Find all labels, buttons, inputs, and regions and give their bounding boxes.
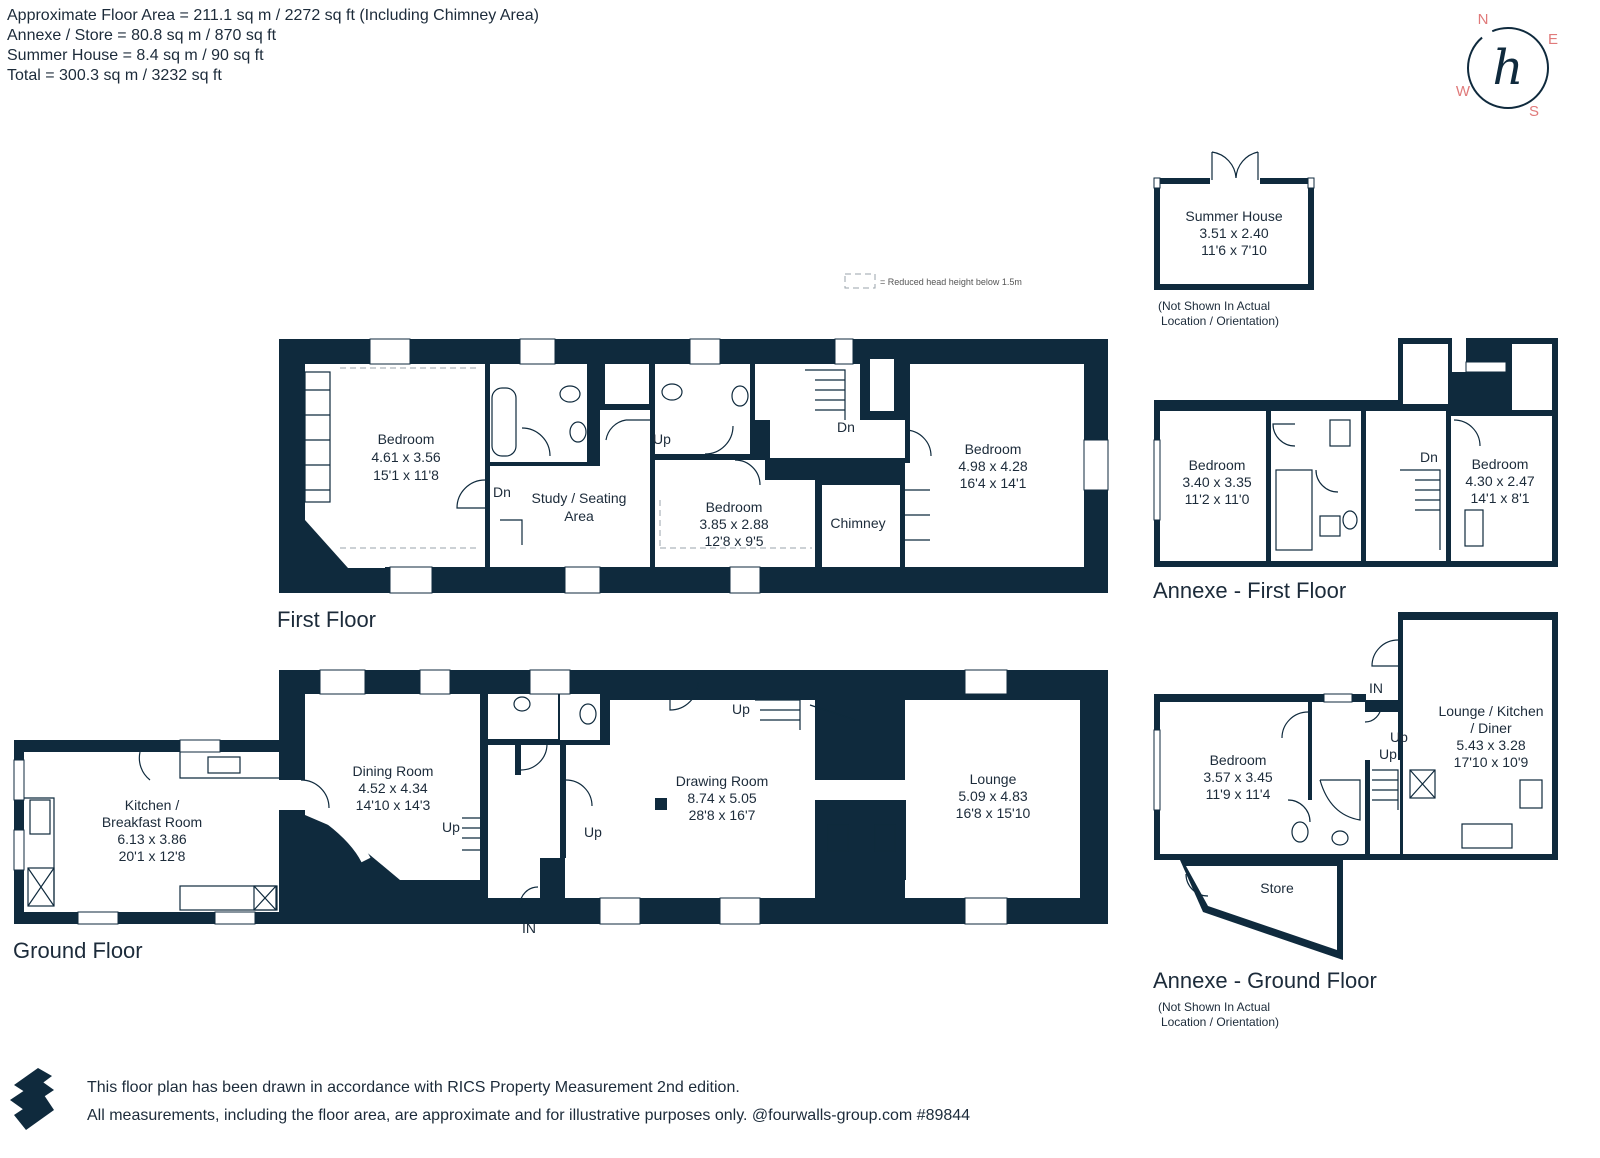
af-bedroom2-name: Bedroom [1472,456,1529,472]
area-line-4: Total = 300.3 sq m / 3232 sq ft [7,67,222,84]
ff-study-name: Study / Seating [532,490,627,506]
af-bedroom1-name: Bedroom [1189,457,1246,473]
gf-kitchen-name: Kitchen / [125,797,180,813]
ff-bedroom2-metric: 3.85 x 2.88 [699,516,768,532]
gf-drawing-name: Drawing Room [676,773,769,789]
ff-bedroom3-metric: 4.98 x 4.28 [958,458,1027,474]
area-summary: Approximate Floor Area = 211.1 sq m / 22… [7,7,539,84]
ag-lounge-name: Lounge / Kitchen [1438,703,1543,719]
ff-up-marker: Up [653,431,671,447]
legend: = Reduced head height below 1.5m [844,273,1022,289]
gf-drawing-imperial: 28'8 x 16'7 [689,807,756,823]
annexe-ground-floor-title: Annexe - Ground Floor [1153,968,1377,993]
annexe-first-floor: Bedroom 3.40 x 3.35 11'2 x 11'0 Bedroom … [1153,338,1558,603]
ff-dn-marker: Dn [493,484,511,500]
gf-lounge-name: Lounge [970,771,1017,787]
af-bedroom2-metric: 4.30 x 2.47 [1465,473,1534,489]
gf-dining-imperial: 14'10 x 14'3 [356,797,431,813]
gf-up-marker-3: Up [732,701,750,717]
gf-kitchen-name-2: Breakfast Room [102,814,202,830]
ag-bedroom-metric: 3.57 x 3.45 [1203,769,1272,785]
ff-chimney-label: Chimney [830,515,885,531]
summer-house-imperial: 11'6 x 7'10 [1201,242,1267,258]
compass-north: N [1478,11,1489,28]
gf-drawing-metric: 8.74 x 5.05 [687,790,756,806]
ff-bedroom1-name: Bedroom [378,431,435,447]
legend-text: = Reduced head height below 1.5m [880,277,1022,287]
af-bedroom1-imperial: 11'2 x 11'0 [1185,491,1250,507]
first-floor-title: First Floor [277,607,376,632]
footer-line-2: All measurements, including the floor ar… [87,1107,970,1124]
gf-dining-name: Dining Room [353,763,434,779]
gf-up-marker-1: Up [442,819,460,835]
compass-ring-icon [1467,27,1549,109]
ff-dn-marker-2: Dn [837,419,855,435]
summer-house-note-2: Location / Orientation) [1161,314,1279,328]
af-bedroom2-imperial: 14'1 x 8'1 [1470,490,1529,506]
ag-lounge-metric: 5.43 x 3.28 [1456,737,1525,753]
fourwalls-logo-icon [10,1068,54,1130]
ground-floor: Kitchen / Breakfast Room 6.13 x 3.86 20'… [13,669,1108,963]
af-dn-marker: Dn [1420,449,1438,465]
annexe-first-floor-title: Annexe - First Floor [1153,578,1346,603]
ff-study-name-2: Area [564,508,594,524]
ag-bedroom-imperial: 11'9 x 11'4 [1206,786,1271,802]
af-bedroom1-metric: 3.40 x 3.35 [1182,474,1251,490]
annexe-note-1: (Not Shown In Actual [1158,1000,1270,1014]
ag-bedroom-name: Bedroom [1210,752,1267,768]
ff-bedroom1-imperial: 15'1 x 11'8 [373,467,439,483]
ag-lounge-name-2: / Diner [1470,720,1512,736]
area-line-1: Approximate Floor Area = 211.1 sq m / 22… [7,7,539,24]
gf-kitchen-metric: 6.13 x 3.86 [117,831,186,847]
area-line-2: Annexe / Store = 80.8 sq m / 870 sq ft [7,27,277,44]
ag-in-marker: IN [1369,680,1383,696]
gf-in-marker: IN [522,920,536,936]
compass-logo: h N E S W [1456,11,1558,120]
ff-bedroom1-metric: 4.61 x 3.56 [371,449,440,465]
brand-logo-icon: h [1493,40,1524,96]
annexe-note-2: Location / Orientation) [1161,1015,1279,1029]
ff-bedroom3-imperial: 16'4 x 14'1 [960,475,1027,491]
gf-lounge-imperial: 16'8 x 15'10 [956,805,1031,821]
annexe-ground-floor: Bedroom 3.57 x 3.45 11'9 x 11'4 Lounge /… [1153,612,1558,1029]
compass-south: S [1529,103,1539,120]
compass-east: E [1548,31,1558,48]
gf-lounge-metric: 5.09 x 4.83 [958,788,1027,804]
footer: This floor plan has been drawn in accord… [10,1068,970,1130]
reduced-height-swatch [844,273,876,289]
ag-up-marker-1: Up [1390,729,1408,745]
gf-dining-metric: 4.52 x 4.34 [358,780,427,796]
summer-house: Summer House 3.51 x 2.40 11'6 x 7'10 (No… [1153,151,1315,328]
ag-lounge-imperial: 17'10 x 10'9 [1454,754,1529,770]
ground-floor-title: Ground Floor [13,938,143,963]
summer-house-name: Summer House [1185,208,1282,224]
first-floor: Bedroom 4.61 x 3.56 15'1 x 11'8 Study / … [277,338,1109,632]
ff-bedroom2-imperial: 12'8 x 9'5 [704,533,763,549]
summer-house-note-1: (Not Shown In Actual [1158,299,1270,313]
ag-store-label: Store [1260,880,1294,896]
summer-house-metric: 3.51 x 2.40 [1199,225,1268,241]
gf-kitchen-imperial: 20'1 x 12'8 [119,848,186,864]
gf-up-marker-2: Up [584,824,602,840]
footer-line-1: This floor plan has been drawn in accord… [87,1079,740,1096]
ff-bedroom2-name: Bedroom [706,499,763,515]
ag-up-marker-2: Up [1379,746,1397,762]
area-line-3: Summer House = 8.4 sq m / 90 sq ft [7,47,264,64]
compass-west: W [1456,83,1471,100]
ff-bedroom3-name: Bedroom [965,441,1022,457]
